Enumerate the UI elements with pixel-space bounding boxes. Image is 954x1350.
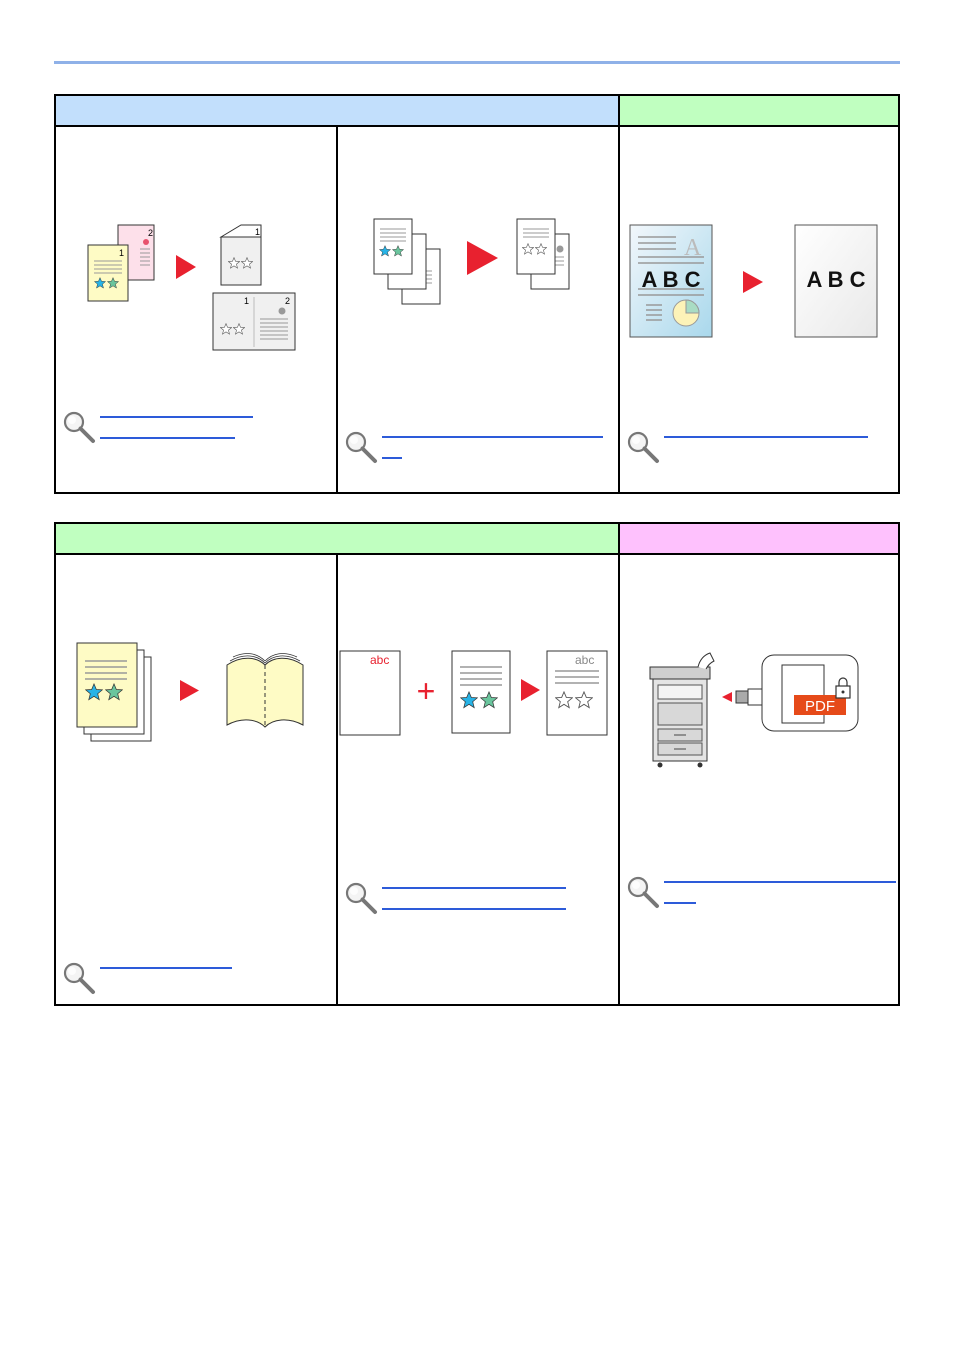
decorative-letter: A [684,235,702,261]
feature-cell-encrypted-pdf: PDF [620,555,898,1004]
magnifier-icon [345,431,377,463]
reference-link-line[interactable] [664,902,696,904]
reference-link-line[interactable] [382,436,603,438]
reference-link-line[interactable] [382,887,566,889]
svg-text:2: 2 [285,296,290,306]
magnifier-icon [627,876,659,908]
reference-link[interactable] [626,430,868,464]
result-text: abc [575,653,594,667]
column-divider [336,555,338,1004]
reference-link-line[interactable] [382,908,566,910]
svg-text:1: 1 [255,227,260,237]
feature-panel-2: abc + abc [54,522,900,1006]
form-text: abc [370,653,389,667]
column-divider [618,524,620,1004]
reference-link-line[interactable] [100,437,235,439]
reference-link-line[interactable] [664,436,868,438]
sample-text-after: A B C [806,267,865,292]
pdf-label: PDF [805,698,835,715]
svg-text:2: 2 [148,228,153,238]
reference-link-line[interactable] [100,967,232,969]
reference-link[interactable] [626,875,896,923]
reference-link[interactable] [344,430,603,478]
reference-link-line[interactable] [100,416,253,418]
form-overlay-illustration: abc + abc [339,650,608,736]
feature-cell-form-overlay: abc + abc [338,555,618,1004]
ecoprint-illustration: A A B C A B C [629,224,878,338]
combine-copy-illustration [373,218,570,305]
section-header-green [56,524,618,555]
column-divider [618,96,620,492]
plus-sign: + [417,673,436,709]
magnifier-icon [63,962,95,994]
magnifier-icon [627,431,659,463]
feature-cell-booklet [56,555,336,1004]
encrypted-pdf-illustration: PDF [649,652,859,768]
booklet-illustration [76,642,304,742]
column-divider [336,127,338,492]
reference-link[interactable] [344,881,566,929]
reference-link[interactable] [62,410,253,458]
feature-panel-1: 2 1 1 1 2 [54,94,900,494]
svg-text:1: 1 [244,296,249,306]
reference-link-line[interactable] [664,881,896,883]
magnifier-icon [63,411,95,443]
duplex-copy-illustration: 2 1 1 1 2 [87,224,296,351]
feature-cell-combine [338,127,618,492]
feature-cell-duplex: 2 1 1 1 2 [56,127,336,492]
feature-cell-ecoprint: A A B C A B C [620,127,898,492]
svg-text:1: 1 [119,248,124,258]
top-rule [54,61,900,64]
magnifier-icon [345,882,377,914]
reference-link-line[interactable] [382,457,402,459]
section-header-green [620,96,898,127]
section-header-blue [56,96,618,127]
section-header-pink [620,524,898,555]
sample-text-before: A B C [641,267,700,292]
reference-link[interactable] [62,961,232,995]
